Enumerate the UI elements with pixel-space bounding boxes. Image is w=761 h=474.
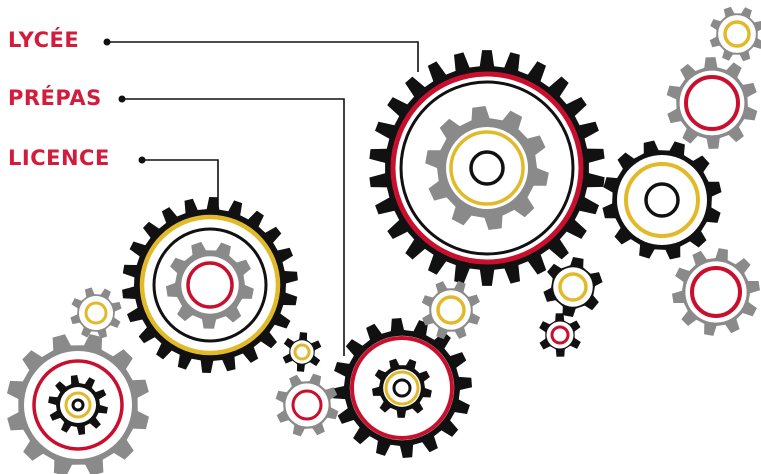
gear-small-center-black-ring-0 xyxy=(558,272,588,302)
gear-lycee-inner-ring-0 xyxy=(449,130,525,206)
gear-right-lower-gray xyxy=(672,248,760,336)
gear-lycee-ring-0 xyxy=(390,71,584,265)
gear-tiny-right xyxy=(539,313,581,357)
gear-lycee-inner-ring-1 xyxy=(469,150,505,186)
gear-top-right-gray-face xyxy=(679,70,745,136)
gear-licence-inner-face xyxy=(181,256,239,314)
gear-licence xyxy=(122,197,298,373)
gear-right-lower-gray-ring-0 xyxy=(690,266,742,318)
gear-corner-small-ring-0 xyxy=(723,20,751,48)
gear-bottom-left-ring-0 xyxy=(32,359,124,451)
gear-small-left-face xyxy=(78,295,114,331)
gear-tiny-center-ring-0 xyxy=(293,343,311,361)
lycee-label: LYCÉE xyxy=(8,28,80,52)
lycee-connector-dot xyxy=(103,38,111,46)
gear-licence-ring-1 xyxy=(152,227,268,343)
gear-right-black-face xyxy=(617,155,707,245)
gear-bottom-left-inner-ring-0 xyxy=(64,391,92,419)
gear-tiny-right-ring-0 xyxy=(550,325,570,345)
gear-small-center-gray xyxy=(421,280,481,340)
gear-tiny-right-face xyxy=(546,321,574,349)
licence-label: LICENCE xyxy=(8,146,110,170)
gear-prepas-inner-ring-1 xyxy=(392,378,412,398)
gears-group xyxy=(7,6,761,474)
gear-prepas-inner-ring-0 xyxy=(384,370,420,406)
gear-small-center-gray-ring-0 xyxy=(436,295,466,325)
gear-small-left-ring-0 xyxy=(84,301,108,325)
gear-small-bottom-gray xyxy=(275,373,339,437)
gear-small-bottom-gray-ring-0 xyxy=(291,389,323,421)
licence-connector-dot xyxy=(138,156,146,164)
gear-small-left xyxy=(70,287,122,339)
gear-lycee-ring-1 xyxy=(399,80,575,256)
gear-bottom-left-inner-ring-1 xyxy=(71,398,85,412)
prepas-connector-dot xyxy=(118,95,126,103)
gear-licence-inner-ring-0 xyxy=(186,261,234,309)
gear-prepas xyxy=(332,318,472,458)
gear-top-right-gray xyxy=(666,57,758,149)
prepas-label: PRÉPAS xyxy=(8,86,102,110)
connectors-group xyxy=(103,38,419,356)
licence-connector xyxy=(142,159,219,205)
gear-prepas-ring-0 xyxy=(350,336,454,440)
gear-lycee xyxy=(369,50,605,286)
gear-right-black-ring-0 xyxy=(624,162,700,238)
gear-licence-ring-0 xyxy=(139,214,281,356)
gear-top-right-gray-ring-0 xyxy=(684,75,740,131)
prepas-connector xyxy=(122,98,345,356)
gear-right-black xyxy=(602,140,722,260)
gear-bottom-left xyxy=(7,334,149,474)
gear-corner-small xyxy=(709,6,761,62)
gear-right-lower-gray-face xyxy=(685,261,747,323)
gear-right-black-ring-1 xyxy=(644,182,680,218)
gear-lycee-inner-face xyxy=(446,127,528,209)
gear-tiny-center xyxy=(282,332,322,372)
gear-prepas-inner-face xyxy=(383,369,421,407)
lycee-connector xyxy=(107,41,419,72)
gear-small-center-black xyxy=(543,257,603,317)
